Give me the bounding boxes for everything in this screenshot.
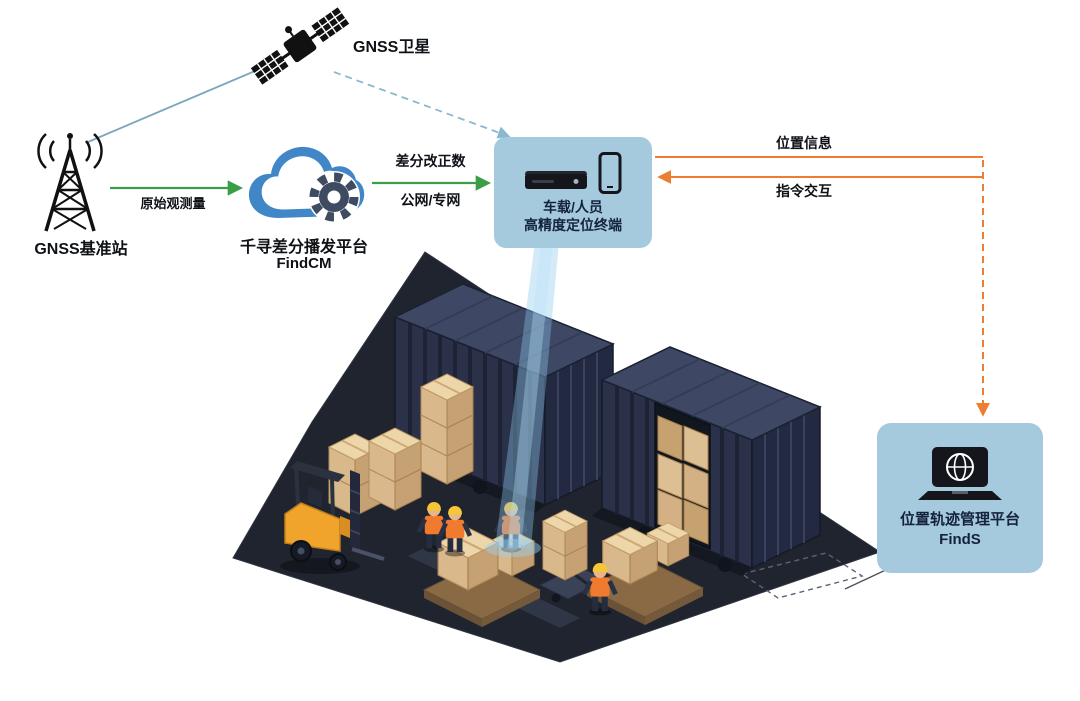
- terminal-icons: [524, 151, 622, 194]
- zone-marking: [740, 552, 864, 599]
- platform-to-scene-line: [844, 567, 891, 590]
- satellite-icon: [250, 7, 350, 85]
- terminal-node: 车载/人员 高精度定位终端: [494, 137, 652, 248]
- pallet-2: [585, 521, 705, 625]
- receiver-icon: [525, 170, 587, 189]
- cloud-platform-name: FindCM: [276, 255, 332, 272]
- phone-icon: [598, 151, 622, 194]
- position-info-label: 位置信息: [776, 135, 832, 151]
- forklift-icon: [280, 461, 385, 574]
- base-station-icon: [37, 133, 103, 232]
- laptop-globe-icon: [918, 447, 1002, 500]
- cloud-platform-label: 千寻差分播发平台: [239, 239, 368, 256]
- correction-label-line2: 公网/专网: [400, 192, 461, 208]
- connectors: [87, 67, 990, 590]
- pallet-jack: [538, 509, 616, 616]
- correction-label-line1: 差分改正数: [395, 153, 466, 169]
- warehouse-workers: [419, 502, 526, 557]
- satellite-to-station-line: [87, 67, 263, 143]
- satellite-label: GNSS卫星: [353, 39, 431, 56]
- pallet-1: [422, 526, 542, 627]
- terminal-label-line2: 高精度定位终端: [524, 216, 622, 233]
- cloud-platform-icon: [248, 146, 365, 223]
- gear-icon: [309, 172, 359, 222]
- command-label: 指令交互: [776, 183, 832, 199]
- positioning-beam: [485, 242, 559, 557]
- management-platform-node: 位置轨迹管理平台 FindS: [877, 423, 1043, 573]
- raw-observation-label: 原始观测量: [140, 196, 206, 211]
- platform-label-line1: 位置轨迹管理平台: [899, 511, 1020, 528]
- base-station-label: GNSS基准站: [34, 241, 128, 258]
- warehouse-scene: [232, 251, 882, 663]
- satellite-to-terminal-line: [333, 71, 511, 139]
- platform-label-line2: FindS: [939, 531, 981, 548]
- terminal-label-line1: 车载/人员: [543, 198, 603, 215]
